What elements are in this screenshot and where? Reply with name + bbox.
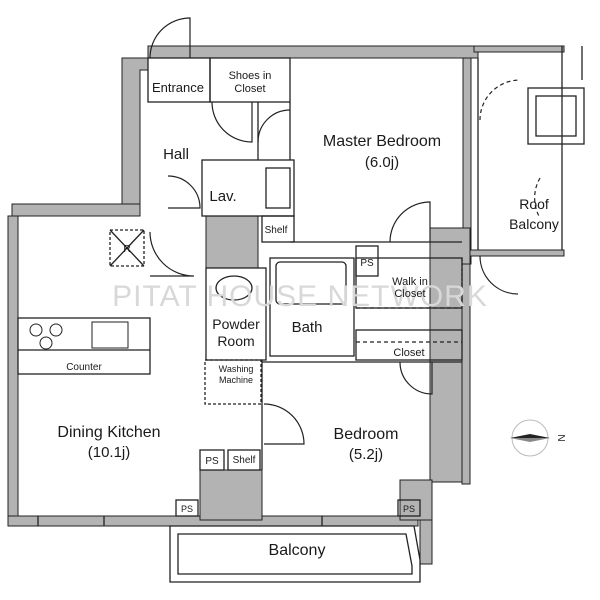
bedroom-label: Bedroom bbox=[334, 426, 399, 443]
fixtures bbox=[29, 321, 129, 350]
hall-label: Hall bbox=[163, 146, 189, 163]
powder-room-label-2: Room bbox=[217, 333, 254, 349]
entrance-label: Entrance bbox=[152, 80, 204, 95]
shelf-upper-label: Shelf bbox=[265, 225, 288, 236]
ps-upper-label: PS bbox=[360, 258, 374, 269]
watermark: PITAT HOUSE NETWORK bbox=[112, 280, 488, 313]
room-labels: Entrance Shoes in Closet Hall Lav. Shelf… bbox=[57, 70, 558, 559]
washing-machine-label-2: Machine bbox=[219, 375, 253, 385]
closet-label: Closet bbox=[393, 347, 424, 359]
master-bedroom-label: Master Bedroom bbox=[323, 133, 441, 150]
master-bedroom-size: (6.0j) bbox=[365, 154, 399, 171]
bedroom-size: (5.2j) bbox=[349, 446, 383, 463]
lav-label: Lav. bbox=[209, 188, 236, 205]
dining-kitchen-size: (10.1j) bbox=[88, 444, 131, 461]
walk-in-closet-label-1: Walk in bbox=[392, 276, 428, 288]
ps-bottom-right-label: PS bbox=[403, 504, 415, 514]
washing-machine-label-1: Washing bbox=[219, 364, 254, 374]
powder-room-label-1: Powder bbox=[212, 316, 260, 332]
ps-middle-label: PS bbox=[205, 456, 219, 467]
roof-balcony-label-2: Balcony bbox=[509, 216, 559, 232]
refrigerator-mark: R bbox=[123, 244, 130, 255]
shoes-in-closet-label-2: Closet bbox=[234, 83, 265, 95]
interior-lines bbox=[17, 46, 585, 583]
dining-kitchen-label: Dining Kitchen bbox=[57, 424, 160, 441]
compass-n-label: N bbox=[555, 434, 566, 441]
compass-needle-icon bbox=[510, 434, 550, 438]
ps-bottom-left-label: PS bbox=[181, 504, 193, 514]
walls bbox=[7, 45, 565, 565]
counter-label: Counter bbox=[66, 362, 102, 373]
shoes-in-closet-label-1: Shoes in bbox=[229, 70, 272, 82]
bath-label: Bath bbox=[292, 319, 323, 336]
roof-balcony-label-1: Roof bbox=[519, 196, 549, 212]
walk-in-closet-label-2: Closet bbox=[394, 288, 425, 300]
compass: N bbox=[510, 419, 566, 457]
shelf-lower-label: Shelf bbox=[233, 455, 256, 466]
balcony-label: Balcony bbox=[269, 542, 326, 559]
doors bbox=[149, 17, 541, 445]
